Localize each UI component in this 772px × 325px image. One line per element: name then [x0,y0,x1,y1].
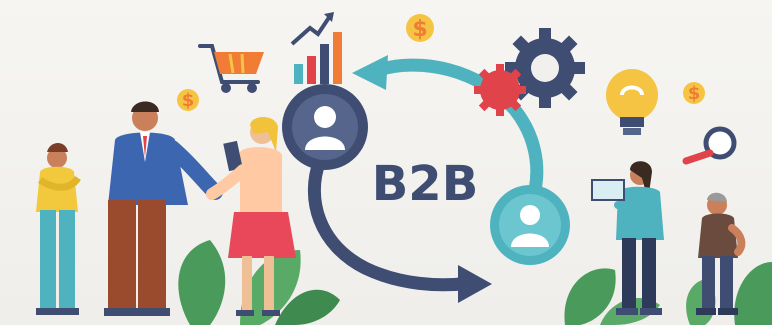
svg-text:$: $ [182,90,195,111]
person-businessman [104,101,223,316]
svg-text:$: $ [412,17,427,42]
person-brown-sweater [696,192,746,315]
lightbulb-icon [606,69,658,135]
gear-icon [474,64,526,116]
user-icon [490,185,570,265]
magnifier-icon [682,126,737,165]
dollar-icon: $ [683,82,705,104]
b2b-label: B2B [372,156,479,212]
dollar-icon: $ [177,89,199,111]
growth-chart-icon [290,12,342,84]
shopping-cart-icon [198,44,264,93]
gear-icon [505,28,585,108]
person-businesswoman [206,116,296,316]
dollar-icon: $ [406,14,434,42]
person-yellow-sweater [36,143,81,315]
person-with-laptop [591,161,664,315]
svg-text:$: $ [688,83,701,104]
user-icon [282,84,368,170]
